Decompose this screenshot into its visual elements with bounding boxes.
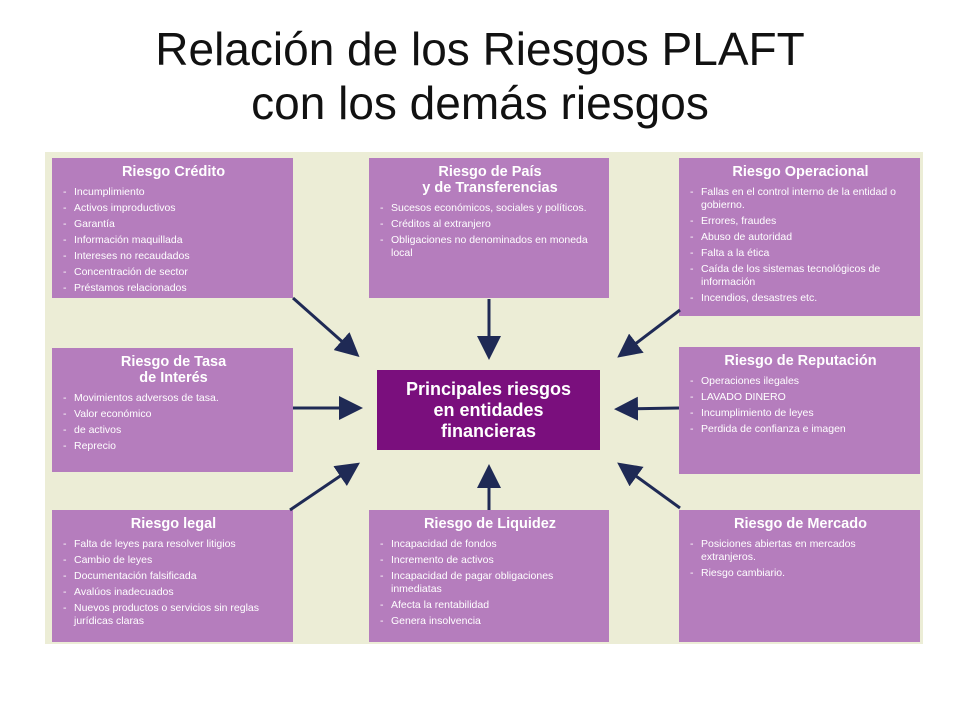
slide-title: Relación de los Riesgos PLAFT con los de… bbox=[0, 22, 960, 130]
box-title: Riesgo Operacional bbox=[732, 164, 869, 180]
box-item-list: Falta de leyes para resolver litigios Ca… bbox=[62, 538, 285, 628]
box-riesgo-pais: Riesgo de País y de Transferencias Suces… bbox=[369, 158, 609, 298]
box-title: Riesgo legal bbox=[130, 516, 217, 532]
arrow-credito bbox=[292, 296, 360, 357]
list-item: Incremento de activos bbox=[379, 554, 601, 567]
center-line-2: en entidades bbox=[433, 399, 544, 420]
list-item: Incumplimiento bbox=[62, 186, 285, 199]
box-item-list: Operaciones ilegales LAVADO DINERO Incum… bbox=[689, 375, 912, 436]
slide-title-line-1: Relación de los Riesgos PLAFT bbox=[155, 23, 805, 75]
list-item: Información maquillada bbox=[62, 234, 285, 247]
list-item: Reprecio bbox=[62, 440, 285, 453]
list-item: Valor económico bbox=[62, 408, 285, 421]
arrow-operacional bbox=[617, 308, 681, 358]
list-item: Incapacidad de fondos bbox=[379, 538, 601, 551]
box-title: Riesgo de Tasa de Interés bbox=[62, 354, 285, 386]
list-item: Genera insolvencia bbox=[379, 615, 601, 628]
box-title-line-1: Riesgo de Tasa bbox=[120, 354, 227, 370]
list-item: Errores, fraudes bbox=[689, 215, 912, 228]
box-item-list: Posiciones abiertas en mercados extranje… bbox=[689, 538, 912, 580]
box-riesgo-mercado: Riesgo de Mercado Posiciones abiertas en… bbox=[679, 510, 920, 642]
list-item: Perdida de confianza e imagen bbox=[689, 423, 912, 436]
list-item: Activos improductivos bbox=[62, 202, 285, 215]
list-item: Préstamos relacionados bbox=[62, 282, 285, 295]
center-line-1: Principales riesgos bbox=[405, 378, 572, 399]
list-item: Caída de los sistemas tecnológicos de in… bbox=[689, 263, 912, 289]
list-item: Fallas en el control interno de la entid… bbox=[689, 186, 912, 212]
box-title: Riesgo de Mercado bbox=[734, 516, 867, 532]
arrow-legal bbox=[289, 462, 360, 512]
list-item: Riesgo cambiario. bbox=[689, 567, 912, 580]
list-item: Garantía bbox=[62, 218, 285, 231]
list-item: Falta a la ética bbox=[689, 247, 912, 260]
list-item: Posiciones abiertas en mercados extranje… bbox=[689, 538, 912, 564]
list-item: de activos bbox=[62, 424, 285, 437]
list-item: Sucesos económicos, sociales y políticos… bbox=[379, 202, 601, 215]
list-item: Incumplimiento de leyes bbox=[689, 407, 912, 420]
list-item: Incapacidad de pagar obligaciones inmedi… bbox=[379, 570, 601, 596]
list-item: Obligaciones no denominados en moneda lo… bbox=[379, 234, 601, 260]
box-item-list: Incumplimiento Activos improductivos Gar… bbox=[62, 186, 285, 295]
box-item-list: Sucesos económicos, sociales y políticos… bbox=[379, 202, 601, 260]
box-title-line-2: y de Transferencias bbox=[422, 180, 558, 196]
box-riesgo-legal: Riesgo legal Falta de leyes para resolve… bbox=[52, 510, 293, 642]
box-riesgo-reputacion: Riesgo de Reputación Operaciones ilegale… bbox=[679, 347, 920, 474]
arrow-mercado bbox=[617, 462, 681, 510]
list-item: Documentación falsificada bbox=[62, 570, 285, 583]
box-title: Riesgo de País y de Transferencias bbox=[379, 164, 601, 196]
list-item: Intereses no recaudados bbox=[62, 250, 285, 263]
list-item: Operaciones ilegales bbox=[689, 375, 912, 388]
box-riesgo-operacional: Riesgo Operacional Fallas en el control … bbox=[679, 158, 920, 316]
box-item-list: Fallas en el control interno de la entid… bbox=[689, 186, 912, 305]
box-title: Riesgo Crédito bbox=[121, 164, 226, 180]
box-title: Riesgo de Liquidez bbox=[423, 516, 557, 532]
box-riesgo-tasa-interes: Riesgo de Tasa de Interés Movimientos ad… bbox=[52, 348, 293, 472]
list-item: Nuevos productos o servicios sin reglas … bbox=[62, 602, 285, 628]
list-item: Créditos al extranjero bbox=[379, 218, 601, 231]
box-item-list: Movimientos adversos de tasa. Valor econ… bbox=[62, 392, 285, 453]
center-line-3: financieras bbox=[440, 420, 537, 441]
box-title-line-1: Riesgo de País bbox=[438, 164, 542, 180]
box-item-list: Incapacidad de fondos Incremento de acti… bbox=[379, 538, 601, 628]
slide-title-line-2: con los demás riesgos bbox=[251, 77, 709, 129]
box-riesgo-credito: Riesgo Crédito Incumplimiento Activos im… bbox=[52, 158, 293, 298]
list-item: Avalúos inadecuados bbox=[62, 586, 285, 599]
box-title: Riesgo de Reputación bbox=[724, 353, 877, 369]
list-item: Movimientos adversos de tasa. bbox=[62, 392, 285, 405]
arrow-reputacion bbox=[614, 396, 680, 421]
list-item: Abuso de autoridad bbox=[689, 231, 912, 244]
list-item: Incendios, desastres etc. bbox=[689, 292, 912, 305]
list-item: Cambio de leyes bbox=[62, 554, 285, 567]
box-riesgo-liquidez: Riesgo de Liquidez Incapacidad de fondos… bbox=[369, 510, 609, 642]
list-item: Afecta la rentabilidad bbox=[379, 599, 601, 612]
center-principales-riesgos: Principales riesgos en entidades financi… bbox=[377, 370, 600, 450]
box-title-line-2: de Interés bbox=[139, 370, 208, 386]
list-item: Concentración de sector bbox=[62, 266, 285, 279]
list-item: LAVADO DINERO bbox=[689, 391, 912, 404]
list-item: Falta de leyes para resolver litigios bbox=[62, 538, 285, 551]
